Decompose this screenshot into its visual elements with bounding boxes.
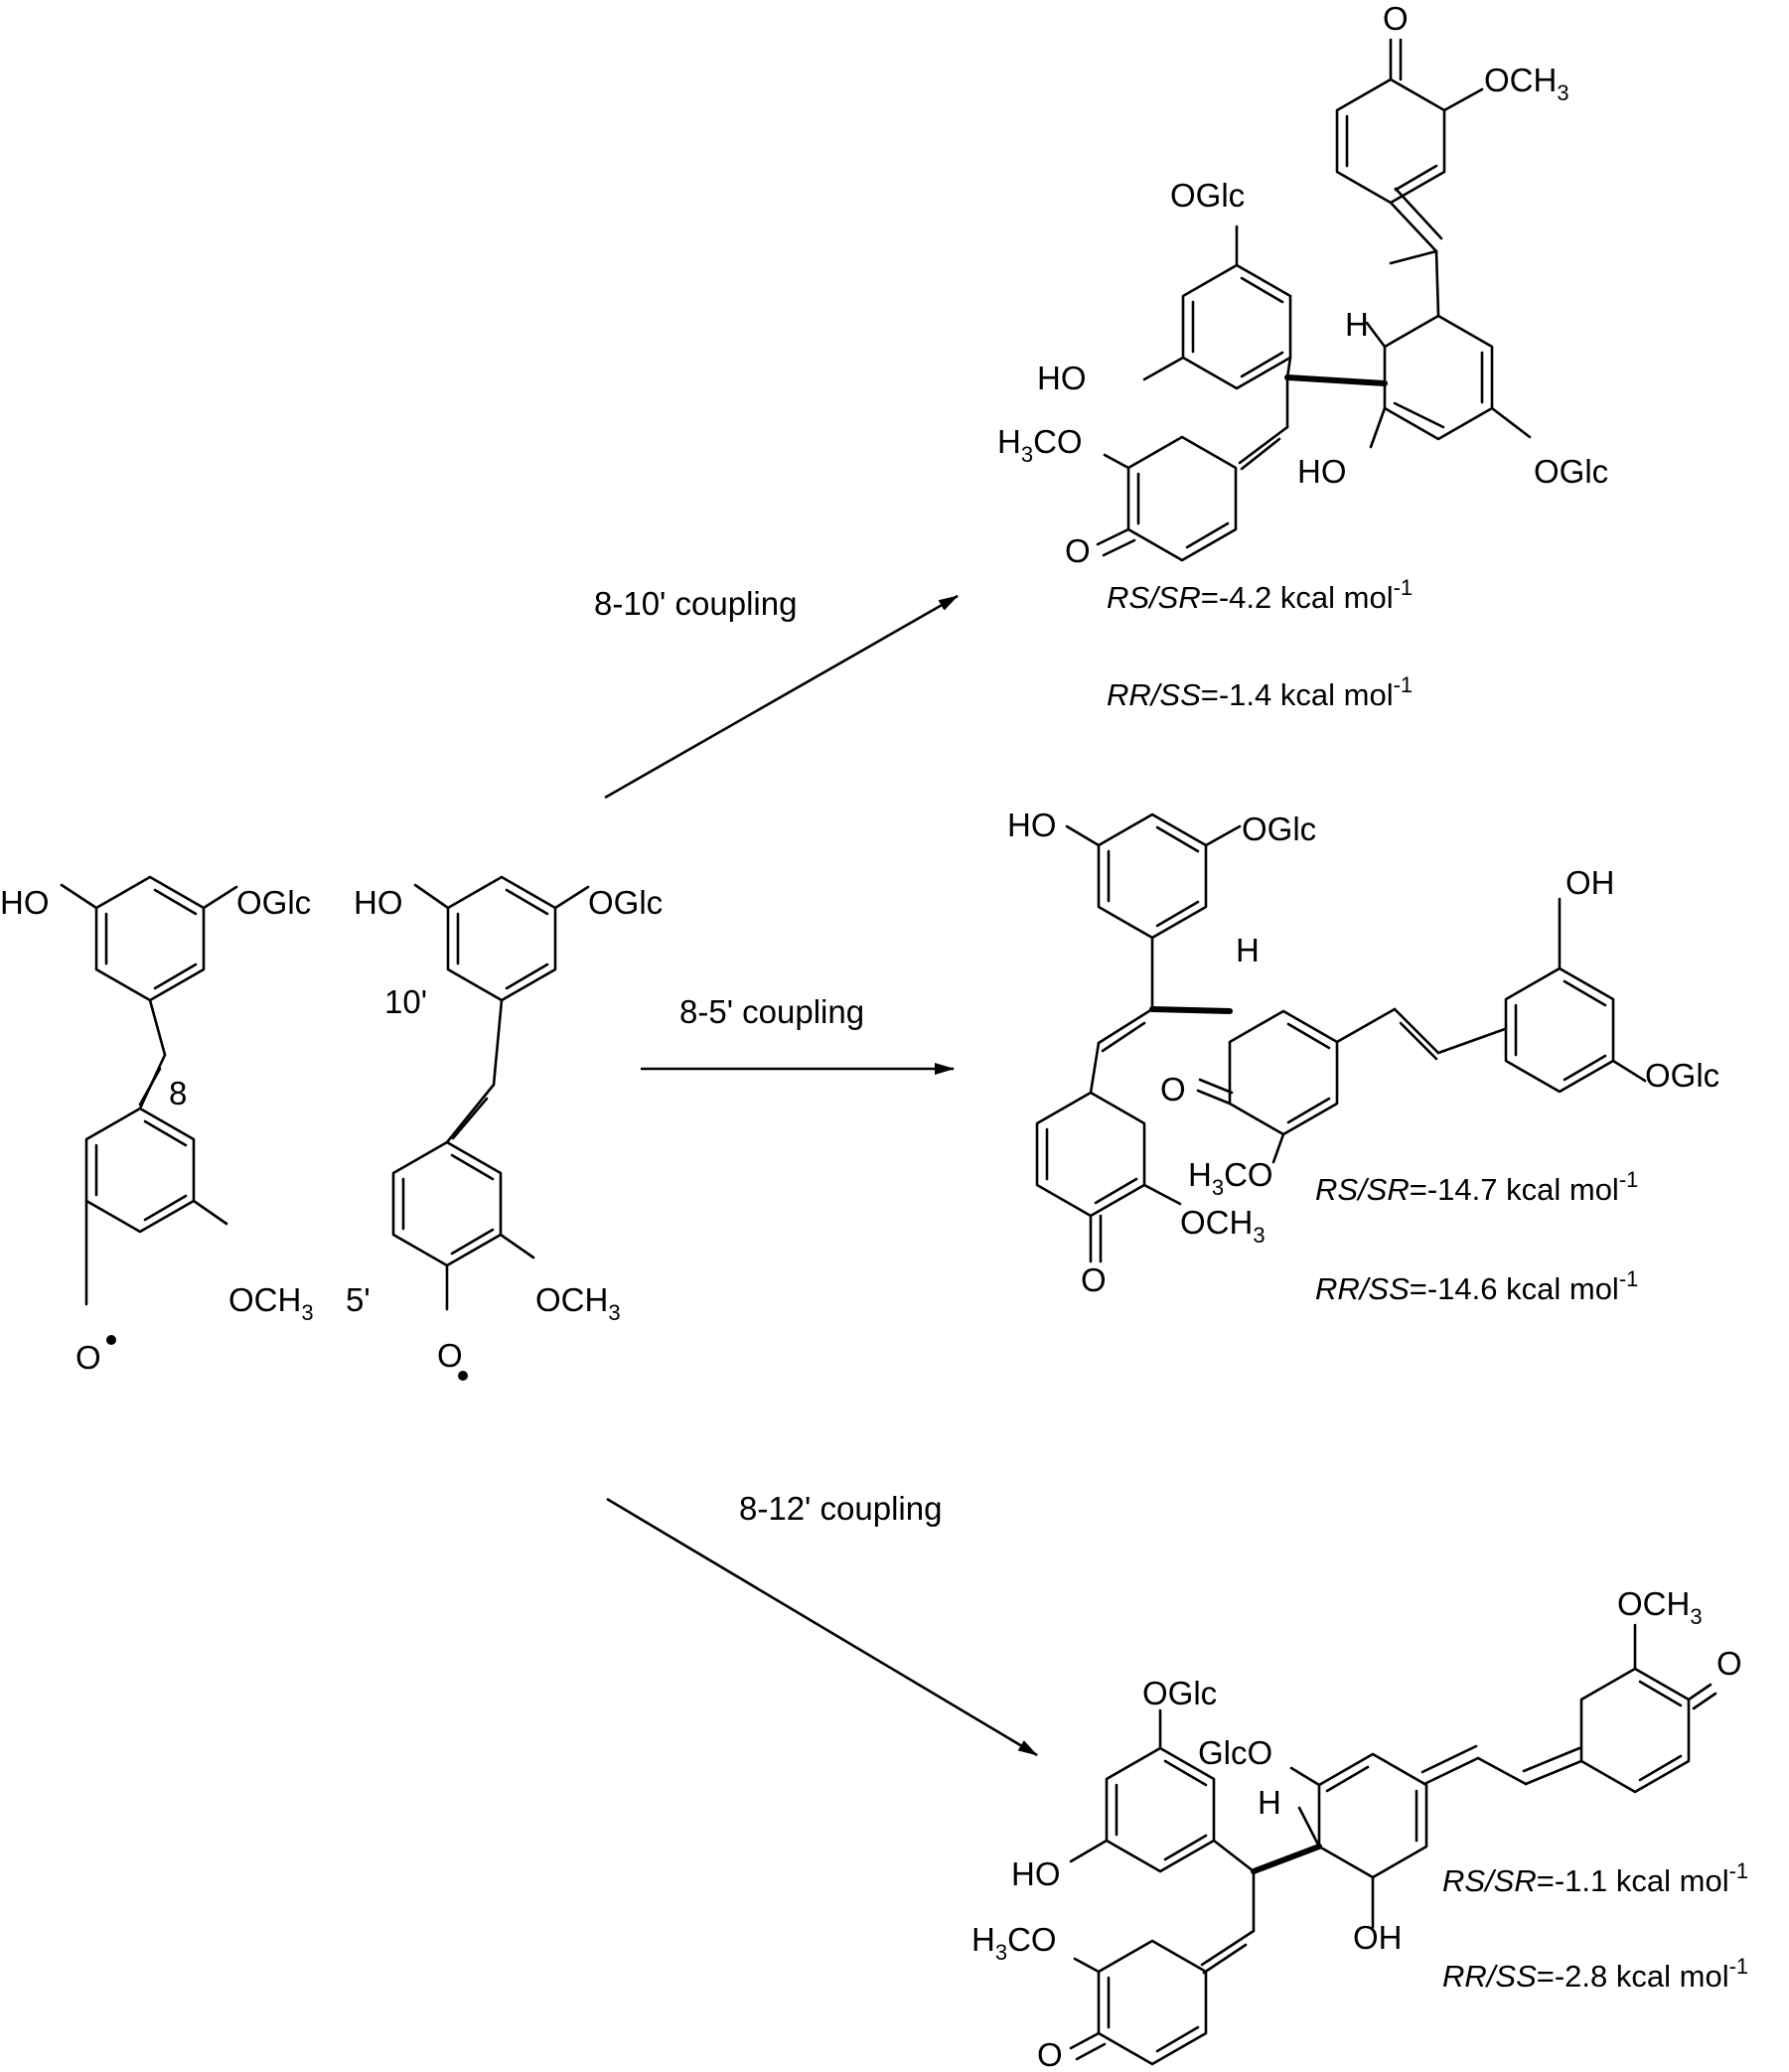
product-8-12-bold-bond [1251,1844,1322,1874]
product-8-12-coupling: OCH3 O OGlc GlcO H HO OH H3CO O RS/SR=-1… [971,1585,1748,2072]
right-radical-bonds [391,875,590,1381]
product-8-10-bold-bond [1284,374,1388,386]
right-radical-oxygen: O [437,1337,463,1374]
p1-atom-glucoside-top: OGlc [1170,177,1245,214]
p2-atom-methoxy-h: H3CO [1188,1156,1273,1200]
p3-atom-hydroxyl-bottom: OH [1353,1919,1403,1956]
p1-atom-methoxy: OCH3 [1484,62,1569,105]
p1-energy-rs-sr: RS/SR=-4.2 kcal mol-1 [1107,575,1413,615]
arrow-8-12-coupling [606,1497,1038,1757]
p3-atom-glucoside-ring: GlcO [1198,1734,1272,1771]
p2-atom-carbonyl-o: O [1160,1071,1186,1108]
right-radical: HO OGlc 10' 5' OCH3 O [346,875,663,1381]
p3-energy-rr-ss: RR/SS=-2.8 kcal mol-1 [1442,1954,1748,1994]
p3-atom-methoxy: OCH3 [1617,1585,1703,1629]
p1-atom-glucoside-right: OGlc [1534,453,1608,490]
right-position-10p: 10' [384,983,427,1020]
label-8-10-coupling: 8-10' coupling [594,585,797,622]
p2-energy-rs-sr: RS/SR=-14.7 kcal mol-1 [1315,1167,1638,1207]
left-radical-bonds [60,875,238,1345]
product-8-10-bonds [1096,38,1532,562]
p1-atom-methoxy-h: H3CO [997,423,1083,467]
product-8-5-bonds [1035,813,1647,1263]
product-8-5-coupling: HO OGlc OH H O OGlc H3CO OCH3 O RS/SR=-1… [1007,807,1719,1306]
p3-atom-stereo-h: H [1258,1784,1281,1821]
right-position-5p: 5' [346,1281,371,1318]
p1-energy-rr-ss: RR/SS=-1.4 kcal mol-1 [1107,672,1413,712]
p2-atom-glucoside-right: OGlc [1645,1057,1719,1094]
p1-atom-hydroxyl-right: HO [1297,453,1347,490]
left-radical: HO OGlc 8 OCH3 O [0,875,314,1376]
label-8-12-coupling: 8-12' coupling [739,1490,942,1527]
label-8-5-coupling: 8-5' coupling [679,993,864,1030]
left-glucoside: OGlc [236,884,311,921]
product-8-5-bold-bond [1149,1006,1233,1014]
p1-atom-carbonyl-o-lower: O [1065,532,1091,569]
left-hydroxyl: HO [0,884,50,921]
right-hydroxyl: HO [354,884,403,921]
p2-energy-rr-ss: RR/SS=-14.6 kcal mol-1 [1315,1266,1638,1306]
product-8-10-coupling: O OCH3 OGlc HO H H3CO HO OGlc O RS/SR=-4… [997,0,1608,712]
left-methoxy: OCH3 [228,1281,314,1325]
left-radical-oxygen: O [75,1339,101,1376]
right-glucoside: OGlc [588,884,663,921]
p3-atom-methoxy-h: H3CO [971,1921,1057,1965]
p2-atom-methoxy: OCH3 [1180,1204,1266,1248]
left-position-8: 8 [169,1075,187,1111]
p2-atom-hydroxyl-right: OH [1565,864,1615,901]
p2-atom-carbonyl-o-lower: O [1081,1261,1107,1298]
p3-atom-hydroxyl-left: HO [1011,1855,1061,1892]
p3-energy-rs-sr: RS/SR=-1.1 kcal mol-1 [1442,1858,1748,1898]
p3-atom-glucoside-top: OGlc [1142,1675,1217,1711]
p1-atom-carbonyl-o: O [1383,0,1409,37]
right-methoxy: OCH3 [535,1281,621,1325]
p1-atom-stereo-h: H [1345,306,1369,343]
p2-atom-hydroxyl-top: HO [1007,807,1057,843]
product-8-12-bonds [1069,1623,1717,2066]
p2-atom-glucoside-top: OGlc [1242,811,1316,847]
p2-atom-stereo-h: H [1236,932,1260,968]
p3-atom-carbonyl-o: O [1716,1645,1742,1682]
pathway-arrows [604,594,1038,1757]
arrow-8-10-coupling [604,594,959,800]
p1-atom-hydroxyl-left: HO [1037,360,1087,396]
p3-atom-carbonyl-o-lower: O [1037,2036,1063,2072]
